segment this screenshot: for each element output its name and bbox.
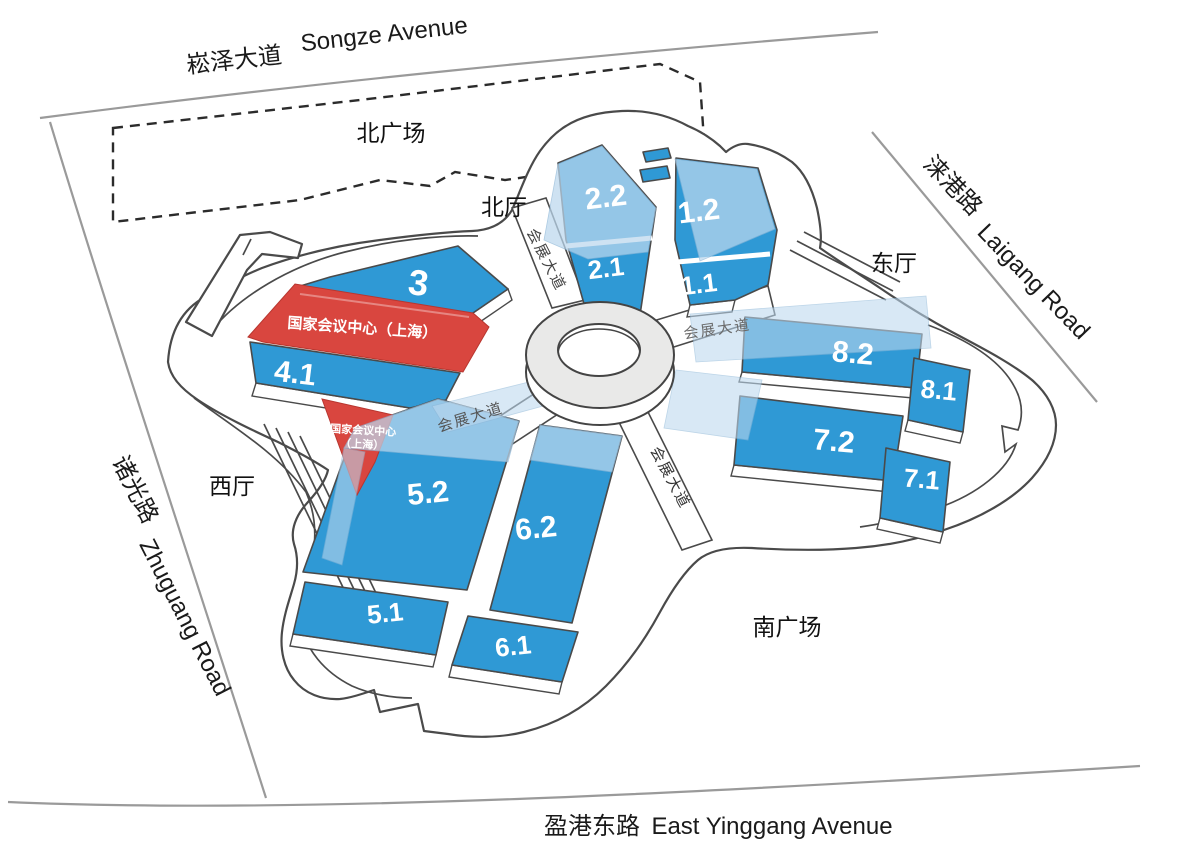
hall-7-1-label: 7.1 — [902, 463, 941, 496]
walkway-overlay-6-2 — [529, 424, 623, 473]
north-plaza-boundary — [111, 62, 706, 224]
northwest-annex — [184, 230, 304, 338]
hall-4-1-label: 4.1 — [272, 355, 317, 393]
zhuguang-road-line — [48, 121, 268, 799]
hall-7-2-label: 7.2 — [812, 423, 856, 460]
hall-1-2-label: 1.2 — [676, 193, 721, 231]
hall-8-1-label: 8.1 — [919, 374, 958, 407]
west-cluster — [247, 245, 513, 422]
hall-5-1-label: 5.1 — [366, 596, 405, 630]
east-hall-label: 东厅 — [871, 250, 917, 276]
south-cluster — [289, 377, 623, 695]
zhuguang-road-label-en: Zhuguang Road — [134, 535, 236, 701]
laigang-road-label-zh: 涞港路 — [918, 151, 987, 222]
walkway-overlay-east-lower — [663, 369, 763, 441]
laigang-road-line — [871, 131, 1098, 403]
hall-8-1-shape — [907, 357, 971, 433]
hall-2-2-label: 2.2 — [583, 179, 628, 217]
north-hall-label: 北厅 — [481, 194, 527, 220]
hall-6-1-shape — [451, 615, 579, 683]
hall-5-1-shape — [292, 581, 449, 656]
hall-7-1-shape — [879, 447, 951, 533]
walkway-overlay-south-wedge — [321, 447, 366, 566]
convention-center-triangle-label-line1: 国家会议中心 — [330, 421, 397, 438]
area-labels: 北广场 北厅 东厅 西厅 南广场 — [209, 120, 917, 640]
yinggang-avenue-line — [7, 764, 1141, 807]
north-cluster — [543, 144, 778, 332]
hall-number-labels: 3 4.1 2.2 2.1 1.2 1.1 8.2 8.1 7.2 7.1 5.… — [272, 179, 958, 663]
north-plaza-label: 北广场 — [357, 120, 426, 146]
west-hall-label: 西厅 — [209, 473, 255, 499]
yinggang-avenue-label-en: East Yinggang Avenue — [651, 813, 892, 840]
convention-center-triangle-label-line2: （上海） — [340, 436, 385, 452]
hall-8-2-label: 8.2 — [831, 335, 875, 372]
songze-avenue-line — [39, 30, 879, 120]
walkway-overlay-north-east — [674, 158, 776, 262]
convention-center-shape — [247, 283, 490, 373]
road-lines — [7, 30, 1141, 807]
hall-6-1-label: 6.1 — [494, 629, 533, 663]
hall-2-1-label: 2.1 — [586, 251, 626, 285]
yinggang-avenue-label-zh: 盈港东路 — [544, 813, 640, 840]
central-ring — [524, 301, 676, 426]
hall-5-2-label: 5.2 — [406, 475, 451, 512]
south-plaza-label: 南广场 — [753, 614, 822, 640]
walkway-overlay-east-band — [689, 295, 932, 363]
east-cluster — [663, 295, 971, 544]
hall-1-1-label: 1.1 — [679, 267, 719, 301]
hall-6-2-label: 6.2 — [514, 510, 559, 547]
songze-avenue-label-en: Songze Avenue — [299, 12, 469, 57]
zhuguang-road-label-zh: 诸光路 — [106, 451, 163, 527]
songze-avenue-label-zh: 崧泽大道 — [185, 42, 283, 79]
walkway-overlay-north-west — [543, 145, 657, 260]
northeast-ramp-rays — [789, 231, 901, 301]
hall-3-label: 3 — [406, 261, 431, 304]
